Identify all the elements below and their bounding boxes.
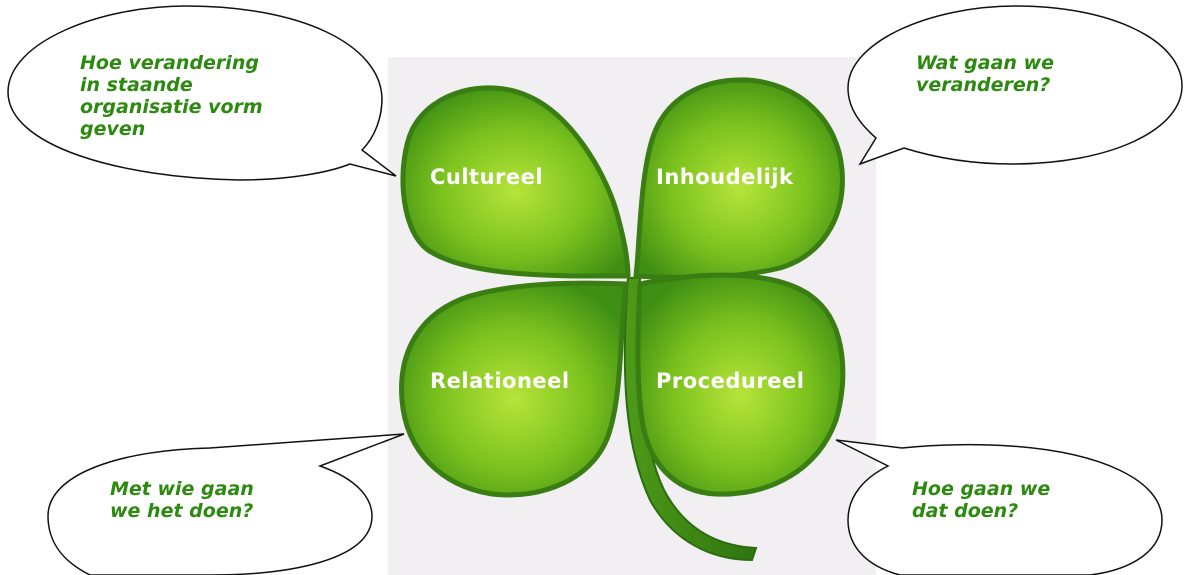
leaf-label-inhoudelijk: Inhoudelijk (656, 165, 794, 189)
speech-bubble-bottom-right (835, 439, 1163, 575)
bubble-text-top-right: Wat gaan we veranderen? (916, 52, 1055, 96)
bubble-text-bottom-right: Hoe gaan we dat doen? (912, 478, 1051, 522)
leaf-cultureel (400, 85, 631, 279)
leaf-inhoudelijk (633, 77, 845, 281)
leaf-label-relationeel: Relationeel (430, 369, 570, 393)
leaf-label-cultureel: Cultureel (430, 165, 543, 189)
speech-bubble-top-left (7, 5, 397, 181)
leaf-procedureel (635, 272, 846, 497)
bubble-text-top-left: Hoe verandering in staande organisatie v… (80, 52, 263, 140)
speech-bubble-top-right (847, 5, 1183, 166)
leaf-relationeel (399, 280, 629, 498)
bubble-text-bottom-left: Met wie gaan we het doen? (110, 478, 254, 522)
leaf-label-procedureel: Procedureel (656, 369, 804, 393)
